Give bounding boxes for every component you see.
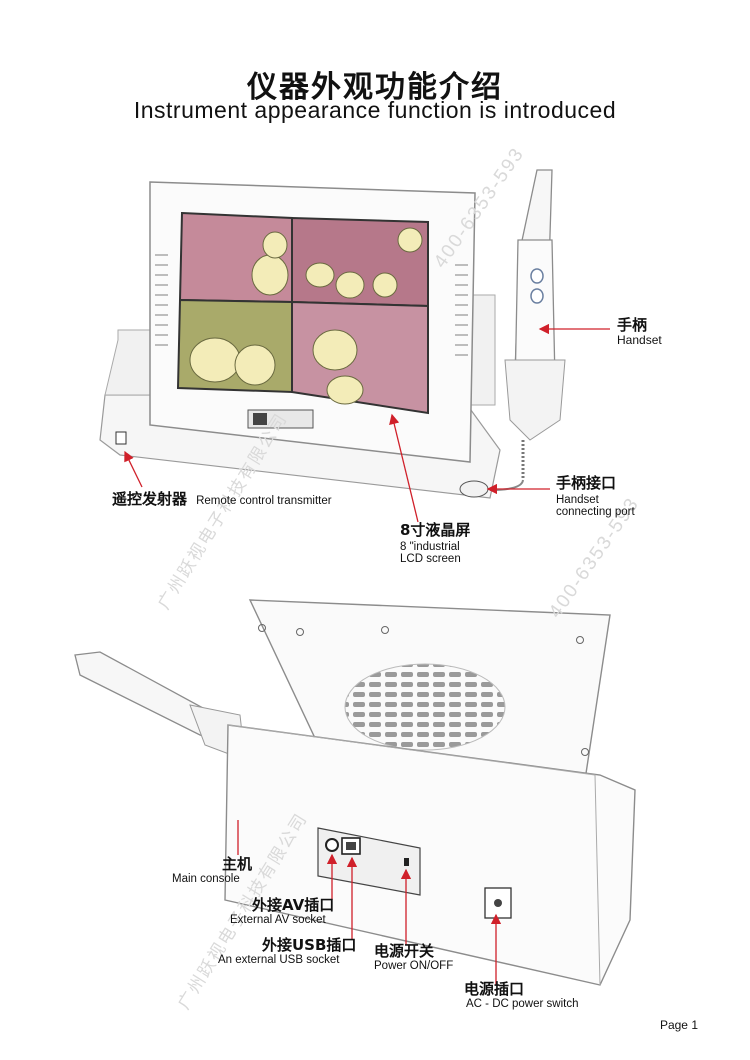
av-label: 外接AV插口 External AV socket — [230, 896, 335, 926]
console-label-cn: 主机 — [222, 855, 253, 873]
monitor-device — [99, 181, 501, 499]
console-label: 主机 Main console — [172, 855, 253, 885]
handset-label-cn: 手柄 — [617, 316, 648, 334]
console-label-en: Main console — [172, 872, 240, 885]
rear-device — [74, 599, 636, 986]
lcd-label: 8寸液晶屏 8 "industrial LCD screen — [400, 521, 471, 565]
av-label-en: External AV socket — [230, 913, 326, 926]
remote-label-en: Remote control transmitter — [196, 495, 332, 507]
lcd-label-cn: 8寸液晶屏 — [400, 521, 471, 539]
socket-label: 电源插口 AC - DC power switch — [464, 980, 579, 1010]
socket-label-en: AC - DC power switch — [466, 997, 579, 1010]
callout-arrows — [124, 323, 610, 985]
port-label: 手柄接口 Handset connecting port — [556, 474, 635, 518]
lcd-label-en-1: 8 "industrial — [400, 540, 460, 553]
page-title-cn: 仪器外观功能介绍 — [247, 70, 503, 105]
remote-label-cn: 遥控发射器 — [112, 490, 188, 508]
socket-label-cn: 电源插口 — [464, 980, 525, 998]
port-label-en-2: connecting port — [556, 505, 635, 518]
handset-label-en: Handset — [617, 332, 662, 347]
usb-label-en: An external USB socket — [218, 953, 340, 966]
usb-label: 外接USB插口 An external USB socket — [218, 936, 357, 966]
power-label: 电源开关 Power ON/OFF — [374, 942, 454, 972]
remote-label: 遥控发射器 Remote control transmitter — [112, 491, 332, 508]
port-label-cn: 手柄接口 — [556, 474, 617, 492]
handset-label: 手柄 Handset — [617, 316, 662, 347]
power-label-en: Power ON/OFF — [374, 959, 454, 972]
lcd-label-en-2: LCD screen — [400, 552, 461, 565]
av-label-cn: 外接AV插口 — [252, 896, 335, 914]
power-label-cn: 电源开关 — [374, 942, 435, 960]
port-label-en-1: Handset — [556, 493, 599, 506]
handset-device — [459, 169, 566, 498]
usb-label-cn: 外接USB插口 — [262, 936, 357, 954]
page-title-en: Instrument appearance function is introd… — [133, 97, 617, 123]
page-number: Page 1 — [659, 1018, 698, 1032]
